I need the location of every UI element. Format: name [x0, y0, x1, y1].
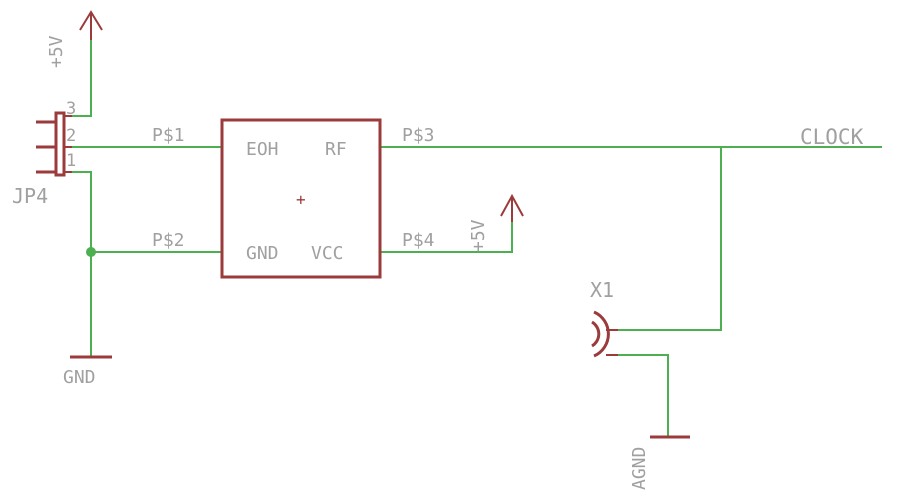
connector-body [54, 111, 66, 177]
pin-gnd-label: GND [246, 243, 279, 264]
antenna-arc-inner-icon [591, 320, 601, 348]
wire-5v-pin3[interactable] [70, 22, 92, 117]
antenna-x1[interactable]: X1 [590, 278, 618, 358]
supply-left-symbol: +5V [46, 10, 103, 68]
pin-1-label: 1 [66, 151, 76, 171]
analog-ground-label: AGND [629, 447, 650, 490]
wire-pin1-gnd[interactable] [70, 171, 92, 356]
module[interactable]: EOH RF GND VCC + [220, 118, 382, 279]
arrow-up-icon [79, 10, 103, 40]
net-clock-label: CLOCK [800, 125, 864, 149]
wires [70, 22, 882, 436]
origin-mark: + [296, 190, 306, 209]
pin-3-label: 3 [66, 99, 76, 119]
supply-right-label: +5V [468, 219, 489, 252]
connector-ref: JP4 [12, 184, 48, 208]
connector-pins-icon [36, 120, 56, 174]
supply-right-symbol: +5V [468, 193, 524, 252]
net-p2-label: P$2 [152, 230, 185, 251]
wire-p4-5v[interactable] [380, 208, 513, 253]
module-body [220, 118, 382, 279]
junction-dot [86, 247, 96, 257]
arrow-up-icon [500, 193, 524, 222]
net-p3-label: P$3 [402, 125, 435, 146]
ground-label: GND [63, 367, 96, 388]
wire-antenna-agnd[interactable] [618, 354, 669, 436]
ground-symbol: GND [63, 355, 112, 388]
connector-jp4[interactable]: 3 2 1 JP4 [12, 99, 76, 208]
pin-2-label: 2 [66, 126, 76, 146]
supply-left-label: +5V [46, 35, 67, 68]
pin-rf-label: RF [325, 139, 347, 160]
wire-clock-antenna[interactable] [618, 147, 722, 331]
pin-eoh-label: EOH [246, 139, 279, 160]
antenna-arc-outer-icon [593, 310, 610, 358]
analog-ground-symbol: AGND [629, 435, 690, 490]
antenna-ref: X1 [590, 278, 614, 302]
net-p4-label: P$4 [402, 230, 435, 251]
net-labels: P$1 P$2 P$3 P$4 CLOCK [152, 125, 864, 251]
net-p1-label: P$1 [152, 125, 185, 146]
pin-vcc-label: VCC [311, 243, 344, 264]
